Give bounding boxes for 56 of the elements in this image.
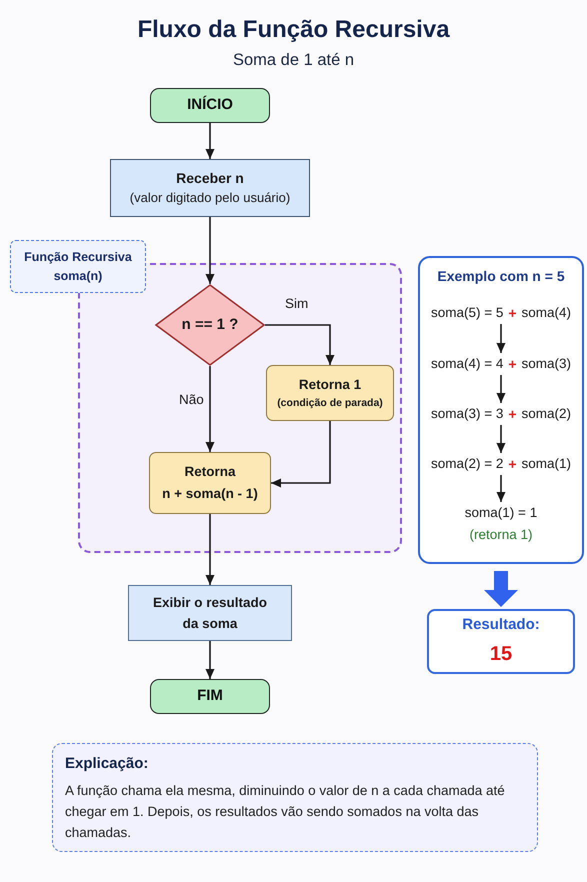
return-box xyxy=(149,452,271,514)
result-label: Resultado: xyxy=(462,614,540,635)
terminal-label: FIM xyxy=(197,686,223,706)
output-box xyxy=(128,585,292,641)
arrow xyxy=(496,425,506,453)
condition-label: n == 1 ? xyxy=(182,314,238,335)
return-note: (condição de parada) xyxy=(277,396,383,410)
return-title: Retorna 1 xyxy=(298,376,362,394)
input-box xyxy=(110,159,310,217)
plus-sign: + xyxy=(508,304,517,322)
end-terminal xyxy=(150,679,270,714)
region-tab xyxy=(10,240,146,293)
equation-text: soma(4) = 4 xyxy=(430,354,504,373)
process-label: Exibir o resultado da soma xyxy=(152,594,268,633)
explanation-text: A função chama ela mesma, diminuindo o valor de n a cada chamada até chegar em 1. Depois, os resultados vão sendo somados na volta das chamadas. xyxy=(65,782,506,842)
arrow xyxy=(496,375,506,403)
panel-title: Exemplo com n = 5 xyxy=(437,267,565,286)
diagram-title: Fluxo da Função Recursiva xyxy=(137,15,450,45)
arrow xyxy=(496,475,506,502)
process-subtitle: (valor digitado pelo usuário) xyxy=(130,189,290,207)
return-title: Retorna xyxy=(184,463,236,481)
equation-text: soma(2) = 2 xyxy=(430,454,504,473)
equation-text: soma(3) = 3 xyxy=(430,404,504,423)
process-title: Receber n xyxy=(176,169,244,188)
explanation-panel xyxy=(52,743,538,852)
arrow xyxy=(496,324,506,353)
result-box xyxy=(427,609,575,674)
arrow xyxy=(271,421,331,488)
arrow xyxy=(206,366,214,452)
equation-text: soma(4) xyxy=(522,304,572,322)
plus-sign: + xyxy=(508,454,517,474)
region-title: Função Recursiva xyxy=(24,248,132,266)
equation-text: soma(5) = 5 xyxy=(430,304,504,322)
decision-diamond xyxy=(155,284,265,366)
plus-sign: + xyxy=(508,404,517,424)
arrow xyxy=(206,641,214,679)
example-panel xyxy=(418,256,584,564)
arrow xyxy=(206,514,214,585)
arrow xyxy=(206,217,214,284)
diagram-subtitle: Soma de 1 até n xyxy=(232,50,354,71)
arrow xyxy=(265,324,334,365)
equation-text: soma(3) xyxy=(522,354,572,373)
start-terminal xyxy=(150,88,270,123)
return-expression: n + soma(n - 1) xyxy=(162,485,258,503)
terminal-label: INÍCIO xyxy=(187,94,233,116)
thick-arrow xyxy=(484,571,518,607)
equation-text: soma(1) xyxy=(522,454,572,473)
result-value: 15 xyxy=(490,642,512,668)
arrow xyxy=(206,123,214,159)
return-box xyxy=(266,365,394,421)
panel-heading: Explicação: xyxy=(65,754,148,774)
return-note: (retorna 1) xyxy=(469,526,533,544)
equation-text: soma(2) xyxy=(522,404,572,423)
plus-sign: + xyxy=(508,354,517,374)
equation-text: soma(1) = 1 xyxy=(464,504,538,522)
function-signature: soma(n) xyxy=(54,268,102,285)
